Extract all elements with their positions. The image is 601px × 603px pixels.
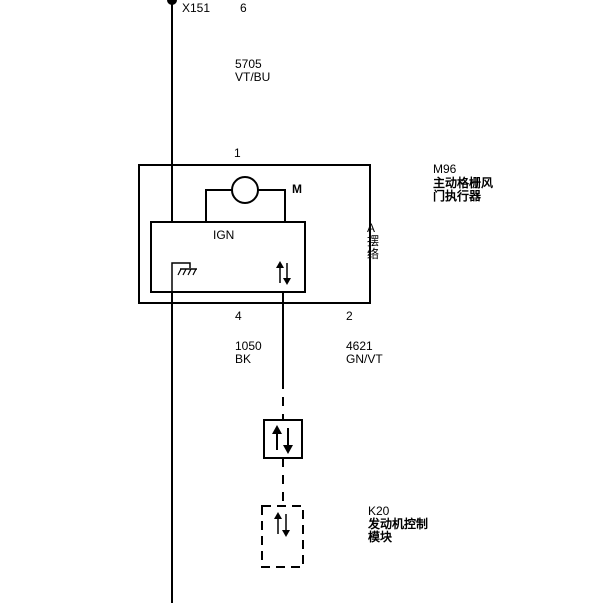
actuator-pin-bottom-left: 4 [235,309,242,323]
motor-label: M [292,182,302,196]
module-name-line2: 模块 [368,529,393,544]
motor-wiring-right [258,189,286,222]
bidirectional-arrow-icon [276,261,291,285]
wire-ground-color: BK [235,352,251,366]
wire-top-circuit: 5705 [235,57,262,71]
wire-ground-circuit: 1050 [235,339,262,353]
wire-lin-circuit: 4621 [346,339,373,353]
actuator-pin-top: 1 [234,146,241,160]
ground-icon [171,262,197,292]
actuator-pin-bottom-right: 2 [346,309,353,323]
actuator-cut-label-3: 络 [367,246,379,261]
bidirectional-arrow-icon [274,512,290,537]
actuator-name-line2: 门执行器 [433,188,482,203]
module-k20-box [261,505,304,568]
connector-name: X151 [182,1,210,15]
wire-top-color: VT/BU [235,70,270,84]
actuator-cut-label-2: 摆 [367,234,379,248]
bidirectional-arrow-icon [272,425,293,454]
ign-label: IGN [213,228,234,242]
wire-lin-color: GN/VT [346,352,383,366]
connector-pin: 6 [240,1,247,15]
inline-connector-box [263,419,303,459]
actuator-name-line1: 主动格栅风 [433,175,493,190]
actuator-outer-box [138,164,371,304]
module-ref: K20 [368,504,390,518]
actuator-ref: M96 [433,162,457,176]
motor-wiring [205,189,232,222]
actuator-m96: 1 M IGN A 摆 络 4 2 [138,146,379,323]
module-name-line1: 发动机控制 [367,516,428,531]
motor-icon [231,176,259,204]
actuator-cut-label-1: A [367,221,375,235]
splice-dot-icon [167,0,177,5]
